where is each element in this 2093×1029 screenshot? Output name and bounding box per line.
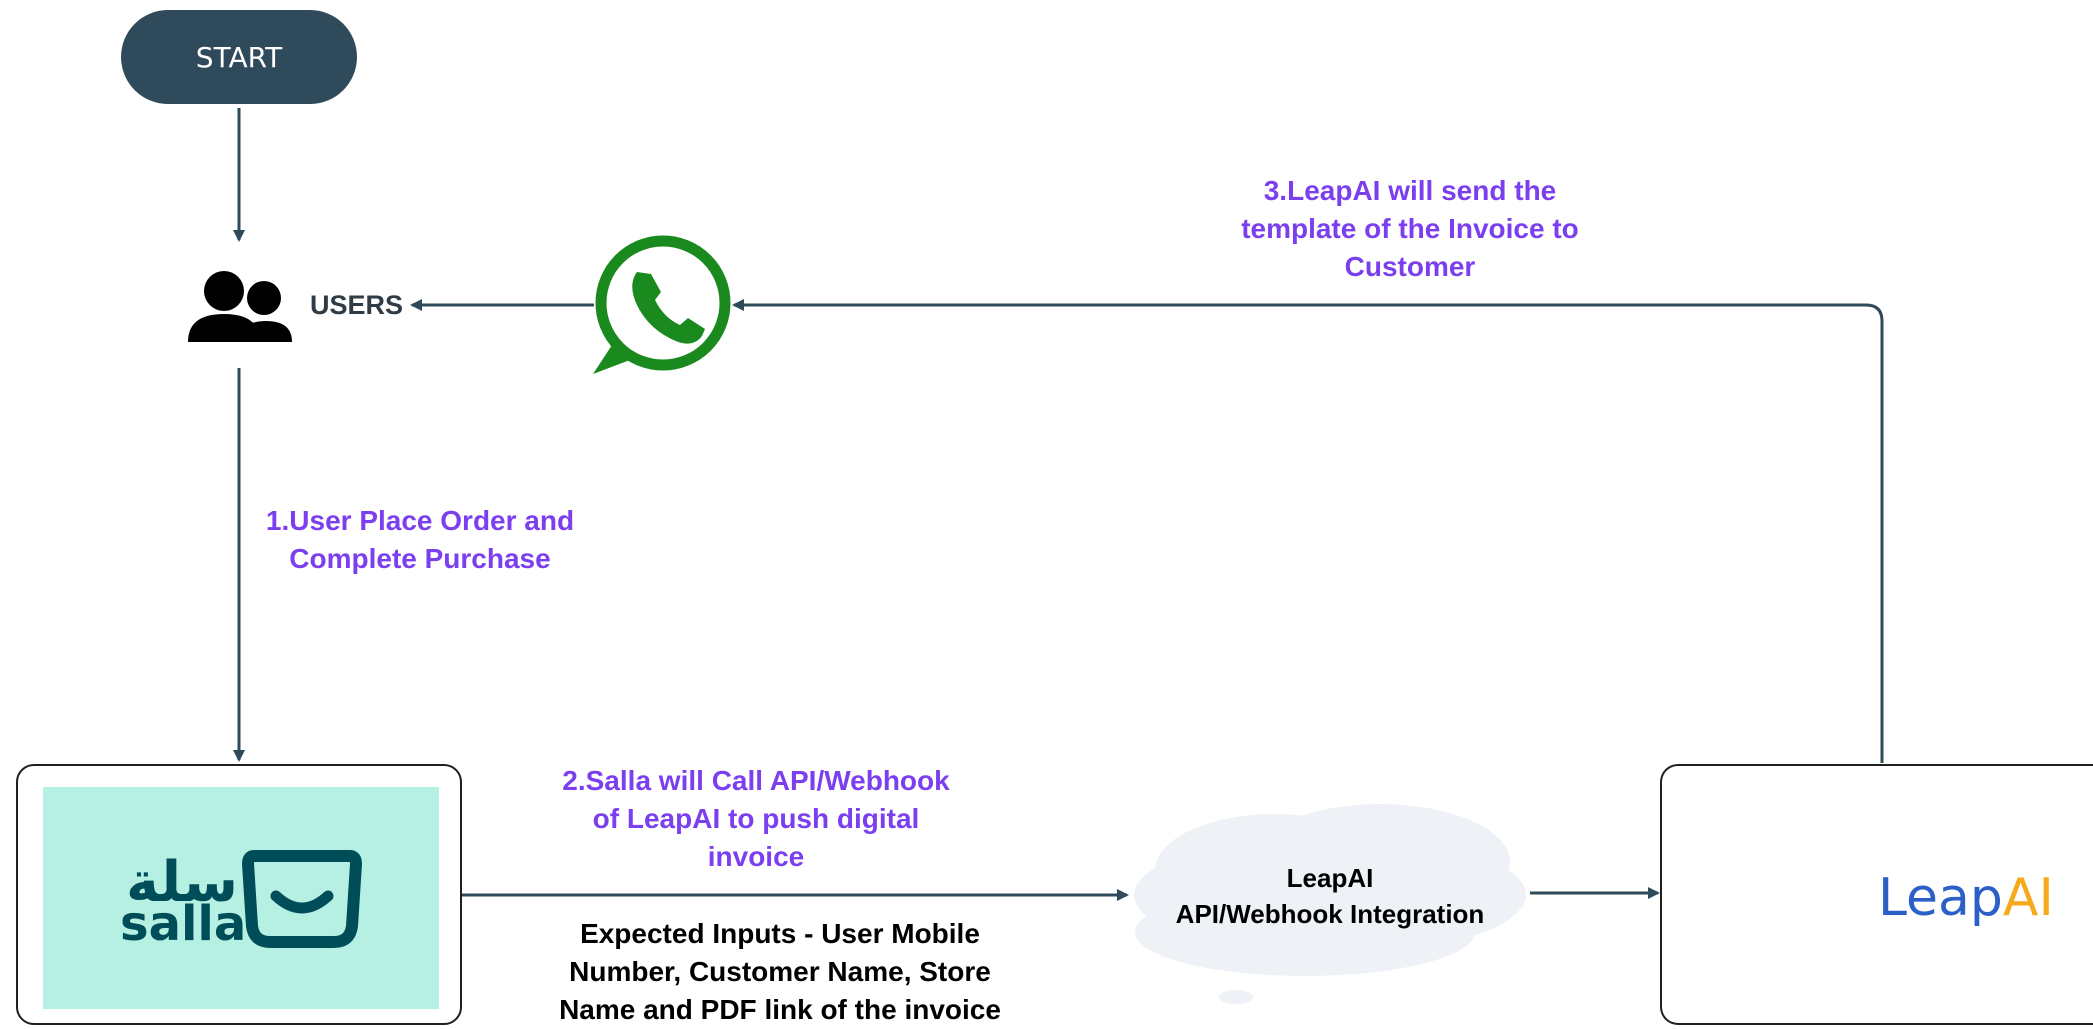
step1-line1: 1.User Place Order and xyxy=(265,505,575,536)
start-node: START xyxy=(121,10,357,104)
leapai-node xyxy=(1660,764,2093,1025)
step1-line2: Complete Purchase xyxy=(289,543,551,574)
salla-arabic-text: سلة xyxy=(126,850,238,915)
step2-label: 2.Salla will Call API/Webhook of LeapAI … xyxy=(526,762,986,876)
users-label: USERS xyxy=(310,290,404,320)
leapai-wordmark: LeapAI xyxy=(1878,868,2054,928)
leapai-ai-text: AI xyxy=(2002,868,2054,928)
expected-inputs-note: Expected Inputs - User Mobile Number, Cu… xyxy=(520,915,1040,1029)
cloud-line1: LeapAI xyxy=(1286,863,1374,893)
step3-line2: template of the Invoice to xyxy=(1241,213,1579,244)
cloud-node: LeapAI API/Webhook Integration xyxy=(1150,860,1510,932)
start-label: START xyxy=(195,40,283,74)
inputs-line3: Name and PDF link of the invoice xyxy=(559,994,1001,1025)
step2-line3: invoice xyxy=(707,841,805,872)
step2-line1: 2.Salla will Call API/Webhook xyxy=(562,765,950,796)
step3-label: 3.LeapAI will send the template of the I… xyxy=(1180,172,1640,286)
cloud-line2: API/Webhook Integration xyxy=(1175,899,1485,929)
step3-line3: Customer xyxy=(1344,251,1476,282)
salla-logo xyxy=(43,787,439,1009)
salla-bag-icon xyxy=(242,850,362,948)
leapai-leap-text: Leap xyxy=(1878,868,2003,928)
inputs-line1: Expected Inputs - User Mobile xyxy=(580,918,980,949)
whatsapp-icon xyxy=(593,235,731,374)
salla-latin-text: salla xyxy=(120,896,247,952)
arrow-leapai-to-whatsapp xyxy=(732,299,1884,763)
cloud-shape xyxy=(1134,804,1526,1004)
inputs-line2: Number, Customer Name, Store xyxy=(569,956,991,987)
users-icon xyxy=(188,271,292,342)
step1-label: 1.User Place Order and Complete Purchase xyxy=(240,502,600,578)
step3-line1: 3.LeapAI will send the xyxy=(1263,175,1557,206)
step2-line2: of LeapAI to push digital xyxy=(592,803,920,834)
